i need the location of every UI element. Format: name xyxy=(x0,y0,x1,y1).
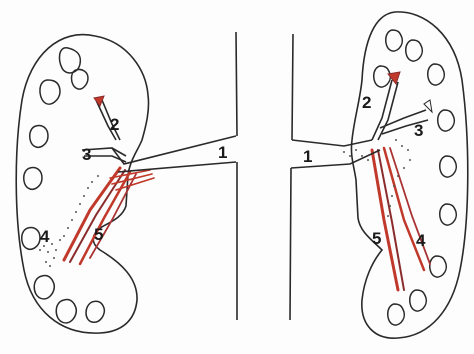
right-pyramid xyxy=(440,204,457,225)
left-pyramid xyxy=(24,167,42,189)
right-pyramid xyxy=(406,40,423,61)
left-kidney-pyramids xyxy=(22,48,105,323)
left-pyramid xyxy=(30,125,48,147)
left-pyramid xyxy=(40,80,60,104)
right-pyramid xyxy=(430,256,447,277)
right-pyramid xyxy=(410,290,427,311)
left-label-4: 4 xyxy=(40,227,50,246)
left-renal-vessels xyxy=(64,168,154,264)
right-label-4: 4 xyxy=(416,231,426,250)
left-pyramid xyxy=(56,299,76,322)
right-pyramid xyxy=(440,156,457,177)
left-collecting-system xyxy=(82,100,236,172)
left-pyramid xyxy=(34,275,54,298)
left-label-3: 3 xyxy=(82,145,91,164)
right-pyramid xyxy=(388,304,405,325)
central-vessels xyxy=(236,32,293,320)
right-label-1: 1 xyxy=(303,147,312,166)
right-pyramid xyxy=(386,30,403,51)
right-kidney-pyramids xyxy=(374,30,457,325)
left-label-1: 1 xyxy=(218,143,227,162)
right-pelvis-to-ureter xyxy=(292,140,372,146)
right-kidney: 1 2 3 4 5 xyxy=(291,12,468,338)
right-label-5: 5 xyxy=(372,229,381,248)
left-label-2: 2 xyxy=(110,115,119,134)
left-kidney: 1 2 3 4 5 xyxy=(16,35,236,334)
right-vessel-branch xyxy=(372,150,398,290)
right-pyramid xyxy=(438,110,455,131)
right-label-2: 2 xyxy=(362,93,371,112)
left-pyramid xyxy=(22,227,40,249)
right-central-vessel-bottom xyxy=(290,168,291,320)
left-label-5: 5 xyxy=(94,225,103,244)
right-label-3: 3 xyxy=(414,121,423,140)
left-pelvis-to-ureter xyxy=(118,162,236,172)
right-pyramid xyxy=(374,66,391,87)
left-pyramid xyxy=(86,301,104,322)
right-pyramid xyxy=(428,64,445,85)
left-calyx-tip xyxy=(94,96,104,106)
right-central-vessel-top xyxy=(292,34,293,140)
left-central-vessel-top xyxy=(236,32,237,136)
left-kidney-outline xyxy=(16,35,148,334)
right-renal-vessels xyxy=(372,148,430,290)
right-kidney-outline xyxy=(351,12,467,338)
